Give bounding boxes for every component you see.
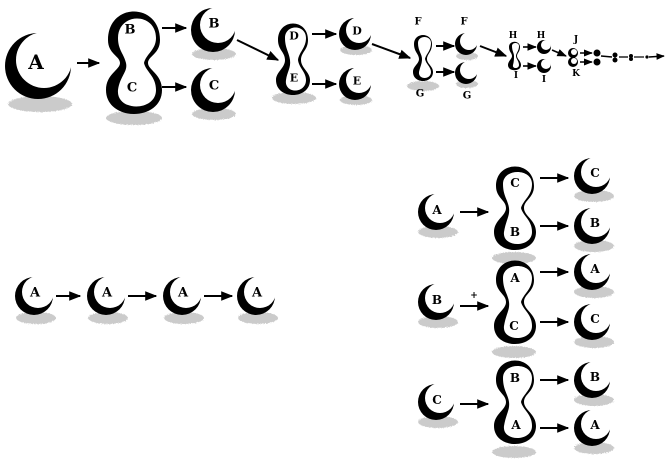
right-row-2: B + A C A C xyxy=(418,253,614,358)
cell-label: C xyxy=(209,79,219,94)
cell-g-result: G xyxy=(455,61,478,102)
cell-e-result: E xyxy=(339,67,372,105)
cell-label: E xyxy=(290,72,298,85)
cell-label: C xyxy=(509,319,519,333)
cell-out-lower: B xyxy=(574,207,614,252)
cell-label: B xyxy=(510,225,520,239)
cell-out-lower: C xyxy=(574,303,614,348)
split-cell: A C xyxy=(492,260,536,358)
cell-out-lower: A xyxy=(574,409,614,454)
cell-start: A xyxy=(418,193,458,238)
cell-label: J xyxy=(573,35,578,45)
cell-label: I xyxy=(542,75,546,85)
cell-a-left-2: A xyxy=(87,276,128,324)
cell-a-left-1: A xyxy=(15,276,56,324)
cell-label: A xyxy=(101,286,113,301)
split-cell: C B xyxy=(492,166,536,264)
cell-label: D xyxy=(352,25,362,38)
arrow xyxy=(551,49,567,57)
right-row-3: C B A B A xyxy=(418,360,614,458)
cell-c-result: C xyxy=(191,67,236,120)
cell-d-result: D xyxy=(339,17,372,55)
cell-label: B xyxy=(209,17,220,32)
cell-label: B xyxy=(432,293,442,307)
split-cell-b-c: B C xyxy=(106,11,162,125)
cell-label: A xyxy=(510,418,521,432)
cell-label: H xyxy=(537,31,546,41)
cell-label: B xyxy=(510,371,520,385)
cell-start: C xyxy=(418,383,458,428)
cell-label: A xyxy=(251,286,263,301)
cell-label: B xyxy=(590,370,600,384)
cell-out-upper: A xyxy=(574,253,614,298)
cell-label: C xyxy=(590,312,600,326)
cell-label: K xyxy=(572,69,581,79)
cell-a-left-3: A xyxy=(163,276,204,324)
top-sequence: A B C B C xyxy=(5,7,665,125)
cell-a-start: A xyxy=(5,32,72,112)
cell-a-left-4: A xyxy=(237,276,278,324)
split-cell: B A xyxy=(492,360,536,458)
cell-label: A xyxy=(29,286,41,301)
cell-label: I xyxy=(514,71,518,81)
cell-label: B xyxy=(125,23,136,38)
split-cell-h-i: H I xyxy=(508,31,521,81)
cell-label: C xyxy=(127,81,137,96)
arrow xyxy=(371,43,412,59)
cell-label: A xyxy=(177,286,189,301)
cell-f-result: F xyxy=(455,17,478,60)
arrow xyxy=(479,45,508,57)
trailing-divisions xyxy=(580,49,665,66)
cell-label: C xyxy=(432,393,442,407)
split-cell-j-k: J K xyxy=(568,35,581,79)
cell-label: C xyxy=(590,166,600,180)
cell-b-result: B xyxy=(191,7,236,60)
cell-out-upper: C xyxy=(574,157,614,202)
cell-label: B xyxy=(590,216,600,230)
cell-label: H xyxy=(509,31,518,41)
cell-label: A xyxy=(589,418,600,432)
cell-label: F xyxy=(460,17,467,28)
cell-label: C xyxy=(510,176,520,190)
cell-label: D xyxy=(289,30,299,43)
cell-label: A xyxy=(589,262,600,276)
cell-label: G xyxy=(463,91,472,102)
cell-label: G xyxy=(416,89,425,100)
cell-label: E xyxy=(353,75,361,88)
cell-label: A xyxy=(27,50,44,74)
cell-start: B xyxy=(418,283,458,328)
cell-label: A xyxy=(509,271,520,285)
split-cell-f-g: F G xyxy=(407,17,439,100)
cell-label: A xyxy=(431,203,442,217)
split-cell-d-e: D E xyxy=(272,23,316,104)
cell-label: F xyxy=(414,17,421,28)
cell-i-result: I xyxy=(537,59,551,85)
cell-out-upper: B xyxy=(574,361,614,406)
cell-h-result: H xyxy=(537,31,551,54)
arrow xyxy=(236,39,280,61)
plus-mark: + xyxy=(470,291,478,301)
right-row-1: A C B C B xyxy=(418,157,614,264)
left-sequence: A A A A xyxy=(15,276,278,324)
